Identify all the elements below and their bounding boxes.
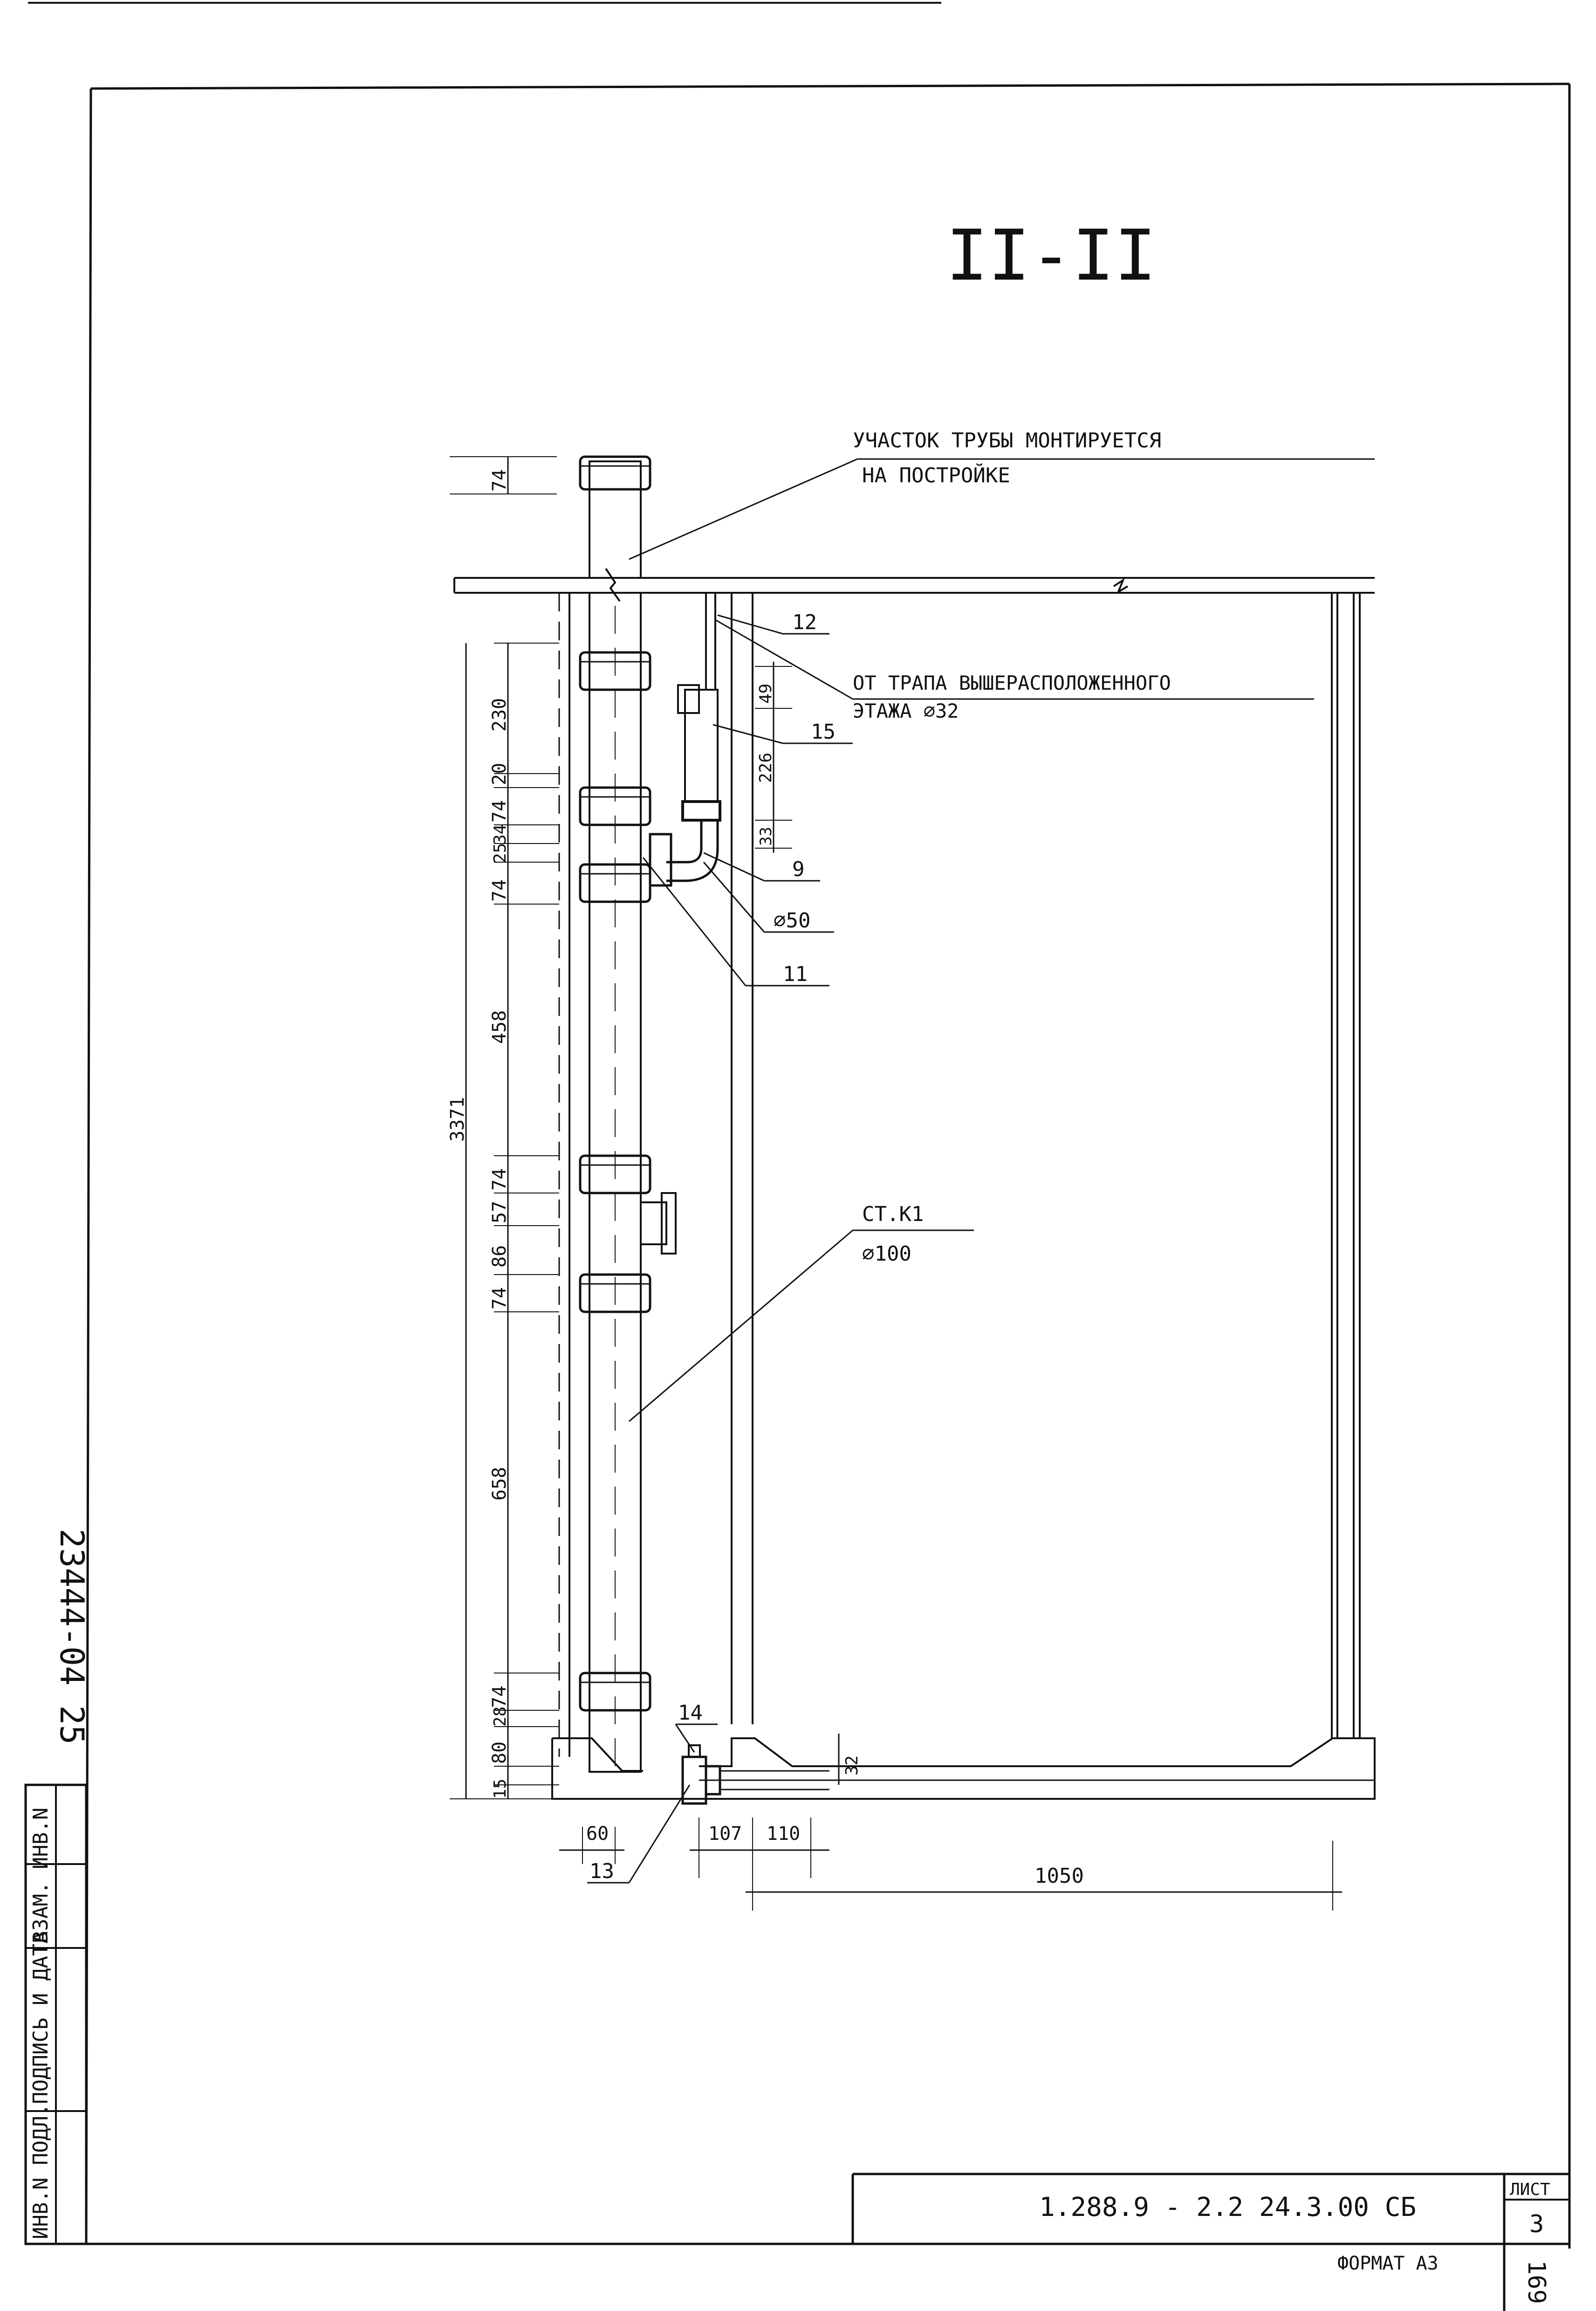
title-page-number: 169: [1522, 2260, 1550, 2304]
pipe-sockets: [579, 455, 651, 1712]
sheet-frame: [85, 82, 1571, 2249]
lower-floor-slab: [551, 1737, 1376, 1800]
dim-34: 34: [491, 824, 510, 844]
dim-74-e: 74: [489, 1686, 510, 1708]
position-13: 13: [589, 1859, 614, 1883]
dim-74-c: 74: [489, 1168, 510, 1191]
dim-32: 32: [843, 1756, 862, 1776]
title-sheet-number: 3: [1529, 2210, 1544, 2238]
bottom-dimension-chain: [559, 1817, 1342, 1911]
dim-60: 60: [586, 1823, 609, 1845]
position-15: 15: [811, 720, 836, 744]
stamp-inv-podl: ИНВ.N ПОДЛ.: [29, 2104, 53, 2239]
drain-dimension-chain: [755, 662, 792, 853]
left-dimension-chain: [450, 456, 559, 1799]
stamp-signature-date: ПОДПИСЬ И ДАТА: [29, 1931, 53, 2104]
dim-80: 80: [489, 1742, 510, 1764]
stamp-handwritten-number: 23444-04 25: [53, 1529, 91, 1745]
position-12: 12: [792, 610, 817, 634]
left-stamp-strip: [24, 1783, 88, 2245]
position-9: 9: [792, 857, 805, 881]
dim-86: 86: [489, 1245, 510, 1268]
position-14: 14: [678, 1701, 703, 1725]
upper-floor-slab: [453, 568, 1375, 602]
dim-658: 658: [489, 1467, 510, 1501]
title-block: [851, 2173, 1569, 2311]
dim-107: 107: [708, 1823, 742, 1845]
dim-28: 28: [491, 1707, 510, 1727]
title-sheet-label: ЛИСТ: [1510, 2180, 1550, 2199]
dim-57: 57: [489, 1201, 510, 1223]
callout-pipe-note-line2: НА ПОСТРОЙКЕ: [862, 463, 1010, 487]
dim-15: 15: [491, 1779, 510, 1799]
stamp-vzam-inv: ВЗАМ. ИНВ.N: [29, 1808, 53, 1943]
callout-pipe-note-line1: УЧАСТОК ТРУБЫ МОНТИРУЕТСЯ: [853, 429, 1161, 453]
dim-74-d: 74: [489, 1287, 510, 1310]
section-title: II-II: [946, 215, 1157, 296]
callout-riser-dia: ⌀100: [862, 1242, 911, 1266]
dim-74-top: 74: [489, 469, 510, 492]
callout-riser-name: СТ.К1: [862, 1202, 924, 1226]
dim-25: 25: [491, 843, 510, 863]
title-doc-code: 1.288.9 - 2.2 24.3.00 СБ: [1039, 2192, 1416, 2222]
dim-33: 33: [757, 827, 775, 846]
walls: [558, 593, 1361, 1757]
riser-pipe-k1: [579, 455, 677, 1773]
dim-20: 20: [489, 763, 510, 785]
dim-1050: 1050: [1034, 1864, 1084, 1888]
drain-branch: [649, 593, 721, 887]
dim-226: 226: [756, 753, 775, 783]
dim-3371: 3371: [447, 1097, 468, 1142]
callout-branch-dia: ⌀50: [774, 909, 810, 933]
leader-lines: [587, 458, 1375, 1884]
dim-74-b: 74: [489, 879, 510, 902]
dim-110: 110: [767, 1823, 800, 1845]
dim-230: 230: [489, 698, 510, 732]
dim-49: 49: [756, 684, 775, 704]
cleanout-stub: [640, 1201, 667, 1245]
dim-74-a: 74: [489, 800, 510, 823]
floor-trap: [681, 1744, 829, 1805]
callout-drain-line2: ЭТАЖА ⌀32: [853, 699, 959, 722]
callout-drain-line1: ОТ ТРАПА ВЫШЕРАСПОЛОЖЕННОГО: [853, 672, 1171, 694]
dim-458: 458: [489, 1010, 510, 1044]
position-11: 11: [783, 962, 808, 986]
title-format: ФОРМАТ А3: [1337, 2253, 1438, 2274]
